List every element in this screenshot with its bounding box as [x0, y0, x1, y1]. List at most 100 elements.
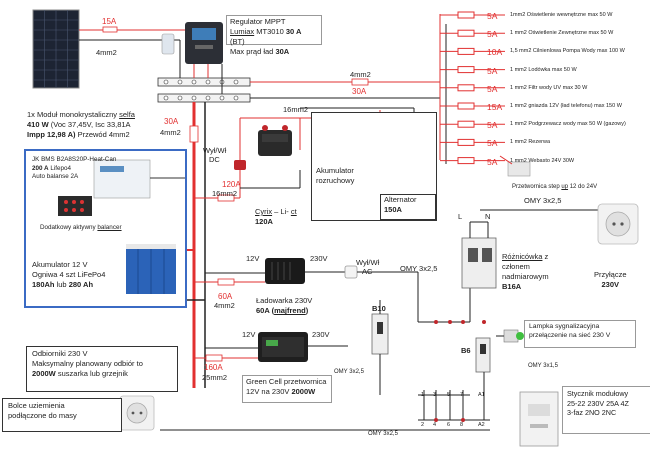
outlet-label-box: Bolce uziemienia podłączone do masy: [2, 398, 122, 432]
loads230-devices: suszarka lub grzejnik: [55, 369, 128, 379]
charger-brand: majfrend: [274, 306, 306, 316]
inverter-vout-label: 230V: [312, 330, 330, 339]
rcd-line-1: Różnicówka z: [502, 252, 549, 262]
b10-label: B10: [372, 304, 386, 314]
contactor-pin-8: 8: [460, 422, 464, 428]
charger-wire-label: 4mm2: [214, 301, 235, 310]
charger-icon: [265, 258, 305, 284]
b6-text: B6: [461, 346, 471, 355]
regulator-model: MT3010: [254, 27, 286, 37]
b10-text: B10: [372, 304, 386, 313]
cyrix-ct: ct: [290, 207, 297, 216]
step-up-label: Przetwornica step up 12 do 24V: [512, 184, 597, 192]
rcd-line-2: członem: [502, 262, 530, 272]
dc-load-fuse-symbol: [457, 66, 475, 74]
lamp-line-2: przełączenie na sieć 230 V: [529, 332, 611, 340]
outlet-line-1: Bolce uziemienia: [8, 401, 65, 410]
bms-line-1: JK BMS B2A8S20P-Heat-Can: [32, 156, 117, 163]
contactor-pin-7: 7: [460, 392, 464, 398]
dc-switch-icon: [234, 160, 246, 170]
regulator-line-1: Regulator MPPT: [230, 17, 286, 26]
contactor-pin-3: 3: [433, 392, 437, 398]
solar-desc-3b: Przewód 4mm2: [75, 130, 130, 140]
contactor-line-1: Stycznik modułowy: [567, 389, 629, 398]
regulator-brand: Lumiax: [230, 27, 255, 37]
cyrix-current: 120A: [255, 217, 273, 227]
dc-load-fuse: 10A: [487, 47, 503, 58]
inverter-wire-label: 25mm2: [202, 373, 228, 382]
dc-load-fuse: 15A: [487, 102, 503, 112]
dc-load-label: 1 mm2 Oświetlenie Zewnętrzne max 50 W: [510, 30, 614, 37]
dc-load-fuse: 5A: [487, 65, 498, 76]
cyrix-line-2: 120A: [255, 217, 297, 227]
alternator-current: 150A: [384, 205, 402, 215]
balancer-label: Dodatkowy aktywny balancer: [40, 224, 122, 233]
alternator-line-1: Alternator: [384, 195, 417, 204]
step-up-converter-icon: [507, 161, 531, 177]
rcd-label: Różnicówka z członem nadmiarowym B16A: [502, 252, 549, 293]
bms-chem: Lifepo4: [48, 164, 71, 172]
solar-fuse-label: 15A: [102, 17, 117, 26]
bms-line-2: 200 A Lifepo4: [32, 165, 116, 174]
contactor-pin-2: 2: [421, 422, 425, 428]
battery-line-2: Ogniwa 4 szt LiFePo4: [32, 270, 106, 280]
inlet-voltage: 230V: [601, 280, 620, 290]
dc-load-fuse: 5A: [487, 11, 498, 21]
bms-line-3: Auto balanse 2A: [32, 173, 79, 180]
battery-or: lub: [54, 280, 69, 290]
bms-current: 200 A: [32, 164, 49, 172]
dc-load-fuse-symbol: [457, 157, 475, 165]
solar-desc-line-3: Impp 12,98 A) Przewód 4mm2: [27, 130, 135, 140]
regulator-current: 30 A: [285, 27, 302, 37]
signal-lamp-icon: [503, 329, 524, 343]
rcd-line-3: nadmiarowym: [502, 272, 549, 282]
step-up-b: up: [561, 184, 569, 190]
dc-load-fuse-symbol: [457, 138, 475, 146]
dc-switch-line-1: Wył/Wł: [203, 146, 227, 155]
regulator-label-box: Regulator MPPT Lumiax MT3010 30 A (BT) M…: [226, 15, 322, 56]
contactor-pin-6: 6: [447, 422, 451, 428]
ac-switch-line-1: Wył/Wł: [356, 258, 380, 267]
mppt-regulator-icon: [161, 22, 223, 64]
solar-desc-1a: 1x Moduł monokrystaliczny: [27, 110, 120, 119]
dc-load-fuse-symbol: [457, 84, 475, 92]
rcd-pin-n: N: [485, 212, 491, 221]
contactor-pin-a1: A1: [478, 392, 485, 398]
bms-label: JK BMS B2A8S20P-Heat-Can 200 A Lifepo4 A…: [32, 156, 116, 182]
battery-line-3: 180Ah lub 280 Ah: [32, 280, 120, 290]
contactor-pin-5: 5: [447, 392, 451, 398]
rcd-line-4: B16A: [502, 282, 549, 292]
contactor-line-3: 3-faz 2NO 2NC: [567, 408, 617, 418]
loads230-line-3: 2000W suszarka lub grzejnik: [32, 369, 172, 379]
dc-switch-label: Wył/Wł DC: [203, 146, 226, 164]
charger-paren-open: (: [269, 306, 275, 316]
contactor-pin-a2: A2: [478, 422, 485, 428]
charger-vin-label: 12V: [246, 254, 260, 263]
regulator-suffix: (BT): [230, 37, 245, 47]
dc-load-label: 1 mm2 Filtr wody UV max 30 W: [510, 84, 588, 91]
battery-line-1: Akumulator 12 V: [32, 260, 88, 269]
charger-line-2: 60A (majfrend): [256, 306, 312, 316]
cable-lamp-label: OMY 3x1,5: [528, 363, 558, 369]
balancer-icon: [58, 196, 92, 216]
dc-switch-line-2: DC: [209, 155, 220, 164]
cyrix-mid: – Li-: [272, 207, 291, 216]
rcd-pin-l: L: [458, 212, 463, 221]
rcd-name: Różnicówka: [502, 252, 543, 261]
solar-description: 1x Moduł monokrystaliczny selfa 410 W (V…: [27, 110, 135, 140]
ac-switch-label: Wył/Wł AC: [356, 258, 379, 276]
cable-inverter-label: OMY 3x2,5: [334, 369, 364, 375]
loads230-line-2: Maksymalny planowany odbiór to: [32, 359, 143, 369]
alternator-wire-label: 16mm2: [283, 105, 309, 114]
inlet-label: Przyłącze 230V: [594, 270, 627, 290]
rcd-breaker-icon: [461, 237, 497, 289]
inverter-voltage: 12V na 230V: [246, 387, 292, 397]
dc-load-label: 1mm2 Oświetlenie wewnętrzne max 50 W: [510, 12, 613, 18]
dc-load-label: 1 mm2 Lodówka max 50 W: [510, 66, 577, 73]
cyrix-line-1: Cyrix – Li- ct: [255, 207, 297, 217]
balancer-label-a: Dodatkowy aktywny: [40, 224, 98, 231]
contactor-icon: [519, 391, 559, 447]
battery-feed-fuse-label: 30A: [164, 117, 179, 126]
contactor-line-2: 25-22 230V 25A 4Z: [567, 398, 629, 408]
charger-fuse-label: 60A: [218, 292, 233, 301]
